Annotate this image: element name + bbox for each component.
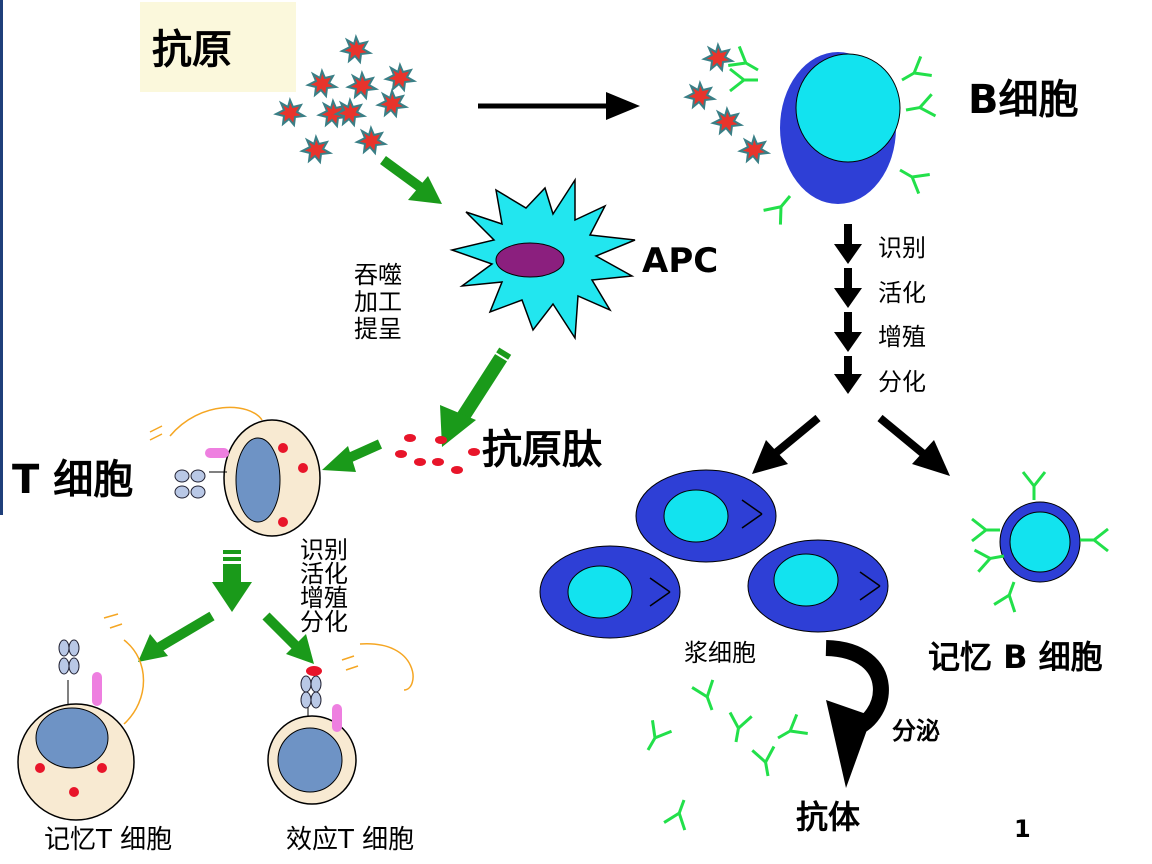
antibody-label: 抗体 <box>796 798 861 836</box>
memory-b-cell <box>970 470 1110 614</box>
apc-process-step: 提呈 <box>354 314 402 343</box>
antigens-near-b-cell <box>685 44 769 163</box>
effector-t-cell-label: 效应T 细胞 <box>286 825 415 855</box>
apc-process-step: 吞噬 <box>354 261 402 289</box>
memory-t-cell-label: 记忆T 细胞 <box>44 825 173 855</box>
b-cell-label: B细胞 <box>968 77 1079 123</box>
arrow-antigen-to-apc-head <box>408 176 442 204</box>
b-step: 活化 <box>878 278 926 307</box>
arrow-to-effector-t <box>262 612 300 650</box>
secrete-arrow-head <box>826 700 872 788</box>
antigen-peptide-label: 抗原肽 <box>482 427 602 473</box>
t-step: 识别 <box>300 536 348 564</box>
memory-b-cell-label: 记忆 B 细胞 <box>928 638 1103 676</box>
b-cell <box>726 44 937 227</box>
arrow-to-plasma-cells <box>769 414 821 460</box>
effector-t-cell <box>267 643 414 805</box>
b-process-arrows <box>834 224 862 394</box>
plasma-cells <box>539 469 889 639</box>
free-antibodies <box>636 678 810 832</box>
arrow-peptide-to-tcell-head <box>322 446 356 472</box>
arrow-tcell-down <box>212 550 252 612</box>
antigen-label: 抗原 <box>152 27 232 73</box>
b-step: 分化 <box>878 367 926 396</box>
apc-process-list: 吞噬 加工 提呈 <box>354 262 402 343</box>
memory-t-cell <box>17 613 145 821</box>
b-step: 识别 <box>878 234 926 262</box>
arrow-antigen-to-bcell-head <box>606 92 640 120</box>
antigen-particles <box>275 36 415 163</box>
apc-process-step: 加工 <box>354 287 402 316</box>
secrete-label: 分泌 <box>892 717 940 745</box>
arrow-antigen-to-apc <box>380 155 427 195</box>
arrow-to-memory-b <box>877 414 929 460</box>
apc-label: APC <box>642 241 719 281</box>
plasma-cell-label: 浆细胞 <box>684 639 756 667</box>
t-cell <box>149 406 321 537</box>
arrow-to-memory-t <box>155 611 215 653</box>
page-number: 1 <box>1014 815 1031 843</box>
t-steps-list: 识别 活化 增殖 分化 <box>300 538 348 634</box>
apc-cell <box>449 177 636 341</box>
antigen-peptide-dots <box>395 434 480 474</box>
t-step: 分化 <box>300 608 348 636</box>
b-step: 增殖 <box>878 323 926 352</box>
t-step: 增殖 <box>300 584 348 612</box>
t-cell-label: T 细胞 <box>12 457 134 503</box>
t-step: 活化 <box>300 560 348 588</box>
left-edge-bar <box>0 0 3 515</box>
b-steps-list: 识别 活化 增殖 分化 <box>878 226 926 405</box>
antigen-label-background <box>140 2 296 92</box>
arrow-apc-to-peptide <box>440 344 516 447</box>
